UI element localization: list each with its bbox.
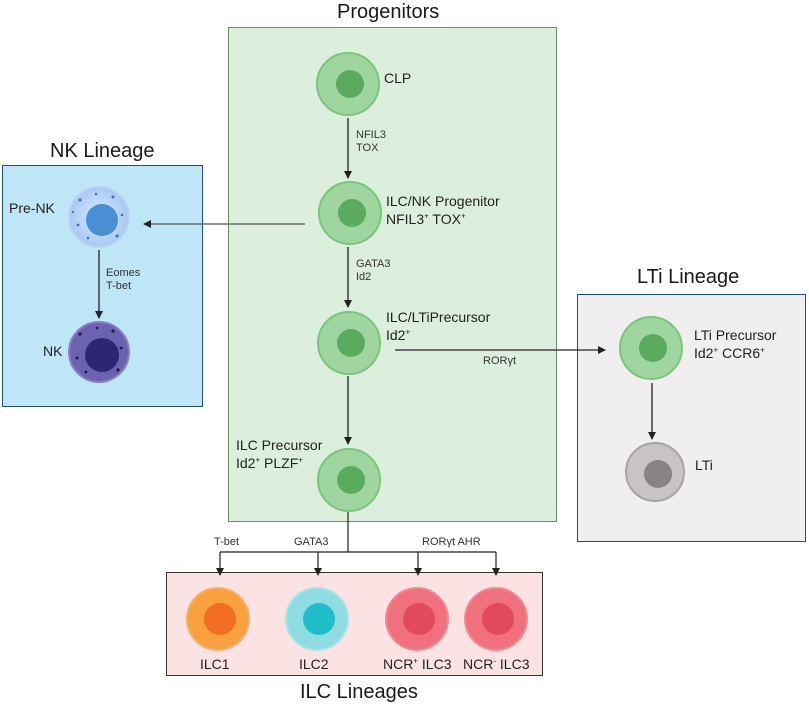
pre-nk-cell — [68, 186, 130, 248]
ilc2-label: ILC2 — [299, 656, 329, 672]
factor-gata3-ilc2: GATA3 — [294, 536, 329, 548]
ilc-precursor-cell — [317, 448, 381, 512]
lti-precursor-label: LTi Precursor Id2+ CCR6+ — [694, 327, 777, 361]
lti-label: LTi — [695, 457, 713, 473]
ilc1-cell — [186, 587, 250, 651]
factor-eomes-tbet: Eomes T-bet — [106, 267, 141, 292]
ilc-precursor-label: ILC Precursor Id2+ PLZF+ — [236, 437, 323, 471]
ilc2-cell — [285, 587, 349, 651]
lti-precursor-cell — [619, 316, 683, 380]
ilc-nk-progenitor-label: ILC/NK Progenitor NFIL3+ TOX+ — [386, 193, 500, 227]
clp-label: CLP — [384, 70, 412, 86]
ncr-neg-ilc3-cell — [464, 587, 528, 651]
lti-lineage-panel — [577, 294, 806, 542]
ncr-pos-ilc3-label: NCR+ ILC3 — [383, 656, 452, 672]
factor-nfil3-tox: NFIL3 TOX — [356, 129, 386, 154]
lti-cell — [625, 442, 685, 502]
factor-gata3-id2: GATA3 Id2 — [356, 258, 391, 283]
nk-cell — [68, 321, 130, 383]
lti-lineage-title: LTi Lineage — [637, 266, 740, 288]
ncr-pos-ilc3-cell — [385, 587, 449, 651]
ilc-nk-progenitor-cell — [318, 181, 382, 245]
clp-cell — [316, 52, 380, 116]
progenitors-panel — [228, 27, 557, 522]
progenitors-title: Progenitors — [337, 1, 440, 23]
factor-roryt-ahr: RORγt AHR — [422, 536, 481, 548]
nk-label: NK — [43, 343, 63, 359]
ilc-lti-precursor-cell — [317, 311, 381, 375]
ilc-lti-precursor-label: ILC/LTiPrecursor Id2+ — [386, 309, 491, 343]
pre-nk-label: Pre-NK — [9, 200, 55, 216]
factor-tbet-ilc1: T-bet — [214, 536, 240, 548]
ilc-lineages-title: ILC Lineages — [300, 681, 418, 703]
factor-roryt: RORγt — [483, 355, 516, 367]
ilc1-label: ILC1 — [200, 656, 230, 672]
ncr-neg-ilc3-label: NCR- ILC3 — [463, 656, 530, 672]
nk-lineage-title: NK Lineage — [50, 140, 155, 162]
